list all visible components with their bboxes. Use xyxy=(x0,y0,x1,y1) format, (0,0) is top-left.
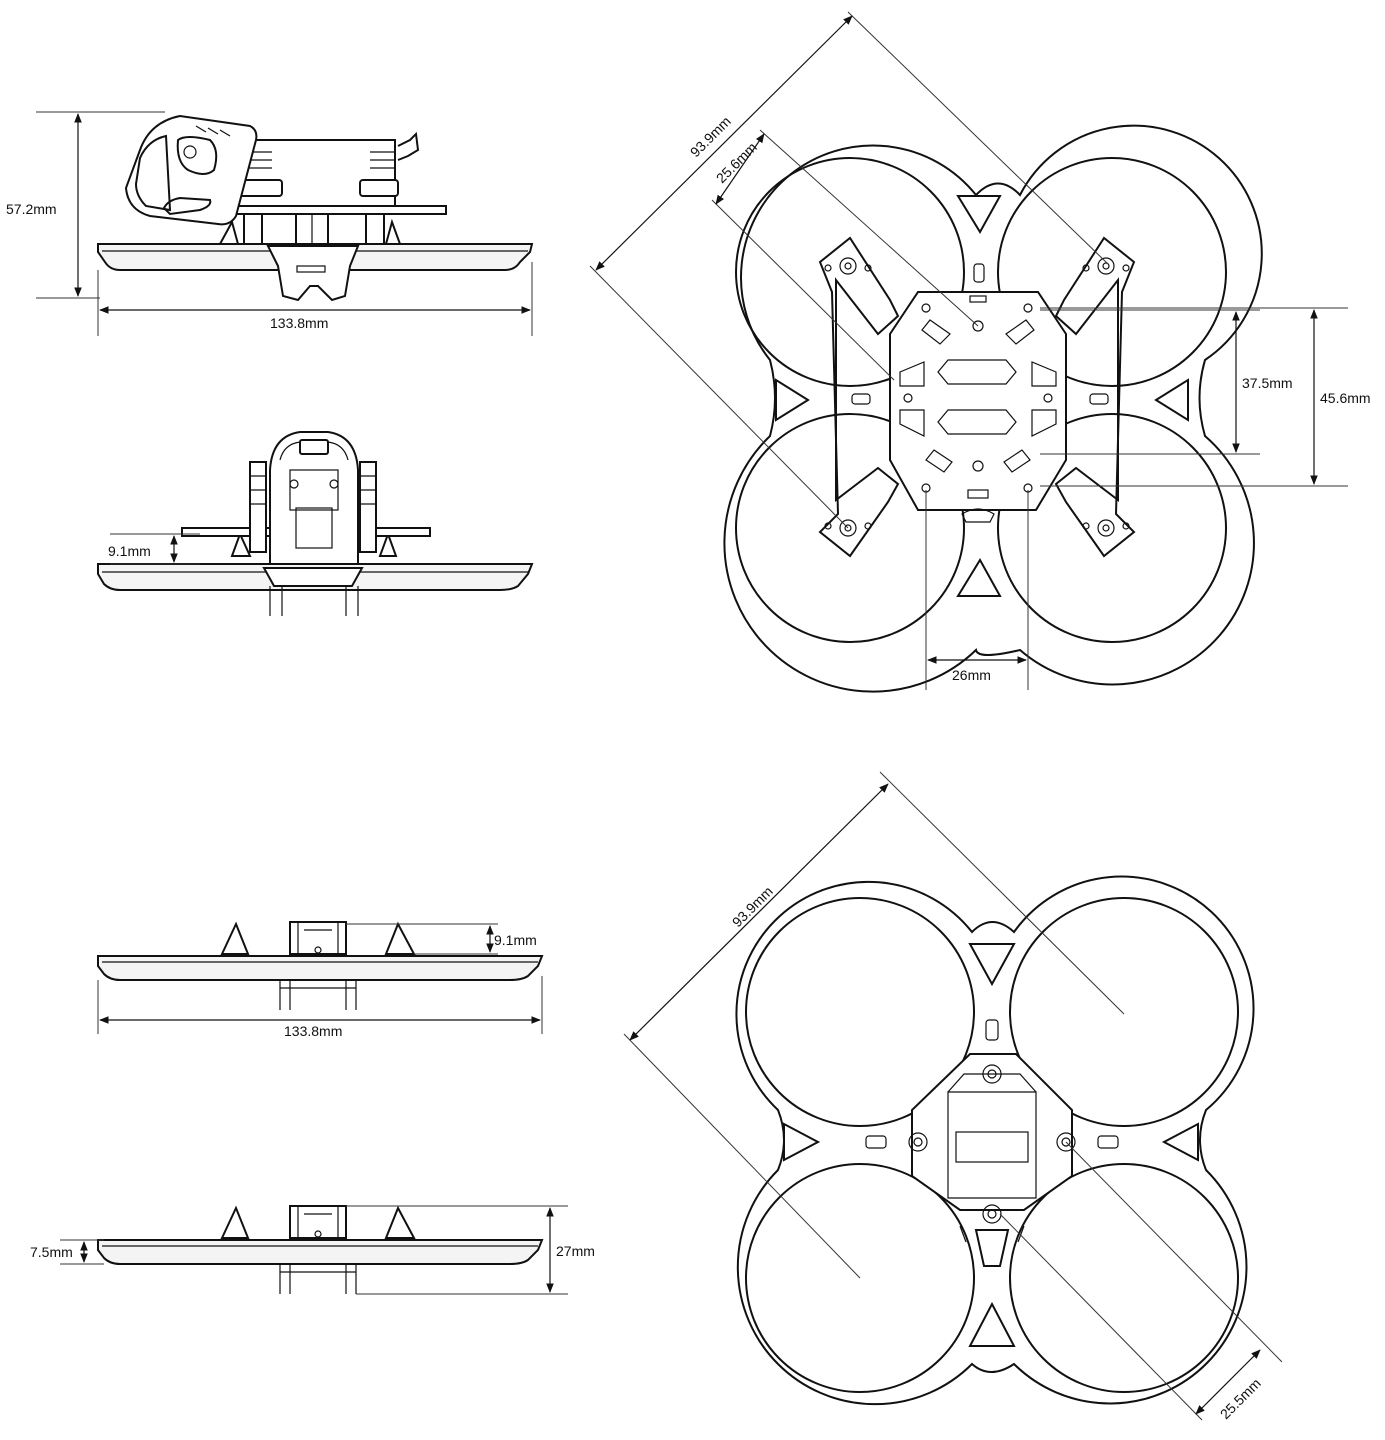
top-view-mount-width-label: 26mm xyxy=(952,667,991,683)
side-view-height-label: 57.2mm xyxy=(6,201,57,217)
frame-side-view-width-label: 133.8mm xyxy=(284,1023,342,1039)
frame-bottom-side-view-deck-label: 7.5mm xyxy=(30,1244,73,1260)
front-view-clearance-label: 9.1mm xyxy=(108,543,151,559)
top-view-prop-label: 25.6mm xyxy=(713,139,760,186)
top-view-outer-height-label: 45.6mm xyxy=(1320,390,1371,406)
top-view: 93.9mm 25.6mm 37.5mm 45.6mm 26mm xyxy=(589,11,1371,693)
top-view-diagonal-label: 93.9mm xyxy=(687,113,734,160)
frame-bottom-side-view: 27mm 7.5mm xyxy=(30,1205,595,1295)
bottom-view-diagonal-label: 93.9mm xyxy=(729,883,776,930)
front-view: 9.1mm xyxy=(97,431,534,616)
side-view: 57.2mm 133.8mm xyxy=(6,111,534,336)
frame-side-view-height-label: 9.1mm xyxy=(494,932,537,948)
frame-side-view: 9.1mm 133.8mm xyxy=(97,921,544,1039)
bottom-view-prop-label: 25.5mm xyxy=(1217,1375,1264,1422)
side-view-width-label: 133.8mm xyxy=(270,315,328,331)
frame-bottom-side-view-height-label: 27mm xyxy=(556,1243,595,1259)
bottom-view: 93.9mm 25.5mm xyxy=(623,771,1283,1422)
top-view-inner-height-label: 37.5mm xyxy=(1242,375,1293,391)
